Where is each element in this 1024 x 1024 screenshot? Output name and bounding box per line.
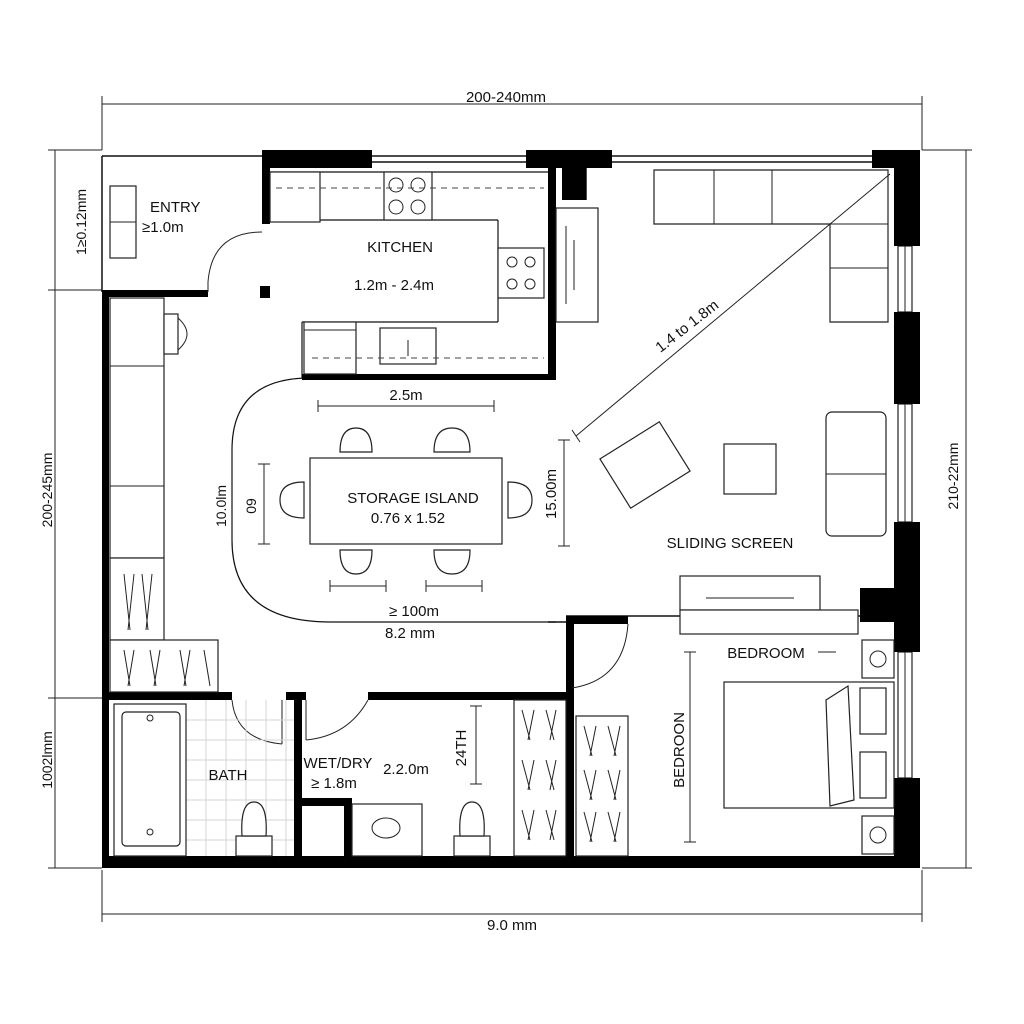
door-swings: [231, 623, 629, 745]
cooktop: [383, 171, 433, 221]
wetdry-vertical-label: 24TH: [453, 730, 470, 767]
island-width-dimension: 2.5m: [389, 387, 422, 404]
living-zone: [555, 169, 891, 635]
console: [679, 575, 821, 611]
bottom-dimension-label: 9.0 mm: [487, 917, 537, 934]
wetdry-label: WET/DRY: [304, 755, 373, 772]
walls: [102, 150, 920, 868]
coffee-table: [723, 443, 777, 495]
wetdry-dimension: ≥ 1.8m: [311, 775, 357, 792]
left-storage: [109, 297, 219, 693]
sliding-screen-label: SLIDING SCREEN: [667, 535, 794, 552]
left-upper-dimension-label: 1≥0.12mm: [73, 189, 89, 255]
bedroom-zone: [575, 639, 895, 857]
living-diagonal-dimension: 1.4 to 1.8m: [652, 297, 722, 357]
top-dimension-label: 200-240mm: [466, 89, 546, 106]
left-lower-dimension-label: 1002lmm: [39, 731, 55, 789]
storage-island: [309, 457, 503, 545]
kitchen-fixtures: [269, 171, 545, 375]
nightstand-top: [861, 639, 895, 679]
tv-cabinet: [555, 207, 599, 323]
island-label: STORAGE ISLAND: [347, 490, 479, 507]
kitchen-dimension: 1.2m - 2.4m: [354, 277, 434, 294]
island-left-dimension: 10.0lm: [213, 485, 229, 527]
bathtub: [121, 711, 181, 847]
sectional-sofa: [653, 169, 889, 323]
wetdry-toilet: [453, 835, 491, 857]
entry-label: ENTRY: [150, 199, 201, 216]
entry-dimension: ≥1.0m: [142, 219, 184, 236]
dimension-lines: [48, 96, 972, 922]
stove: [497, 247, 545, 299]
kitchen-label: KITCHEN: [367, 239, 433, 256]
wetdry-dimension-2: 2.2.0m: [383, 761, 429, 778]
bath-label: BATH: [209, 767, 248, 784]
thin-outlines: [101, 155, 872, 623]
left-middle-dimension-label: 200-245mm: [39, 453, 55, 528]
bath-zone: [113, 700, 294, 857]
kitchen-cabinet: [303, 321, 357, 375]
wetdry-zone: [351, 699, 567, 857]
bath-toilet: [235, 835, 273, 857]
island-clearance: ≥ 100m: [389, 603, 439, 620]
island-size: 0.76 x 1.52: [371, 510, 445, 527]
right-dimension-label: 210-22mm: [945, 443, 961, 510]
entry-zone: [109, 185, 263, 292]
dining-zone: [258, 400, 570, 592]
island-bottom-dimension: 8.2 mm: [385, 625, 435, 642]
washbasin: [351, 803, 423, 857]
bedroom-label: BEDROOM: [727, 645, 805, 662]
island-right-dimension: 15.00m: [543, 469, 560, 519]
island-left-inner: 09: [243, 498, 259, 514]
bedroom-wardrobe: [575, 715, 629, 857]
bedroom-vertical-label: BEDROON: [671, 712, 688, 788]
nightstand-bottom: [861, 815, 895, 855]
armchair: [599, 421, 691, 509]
